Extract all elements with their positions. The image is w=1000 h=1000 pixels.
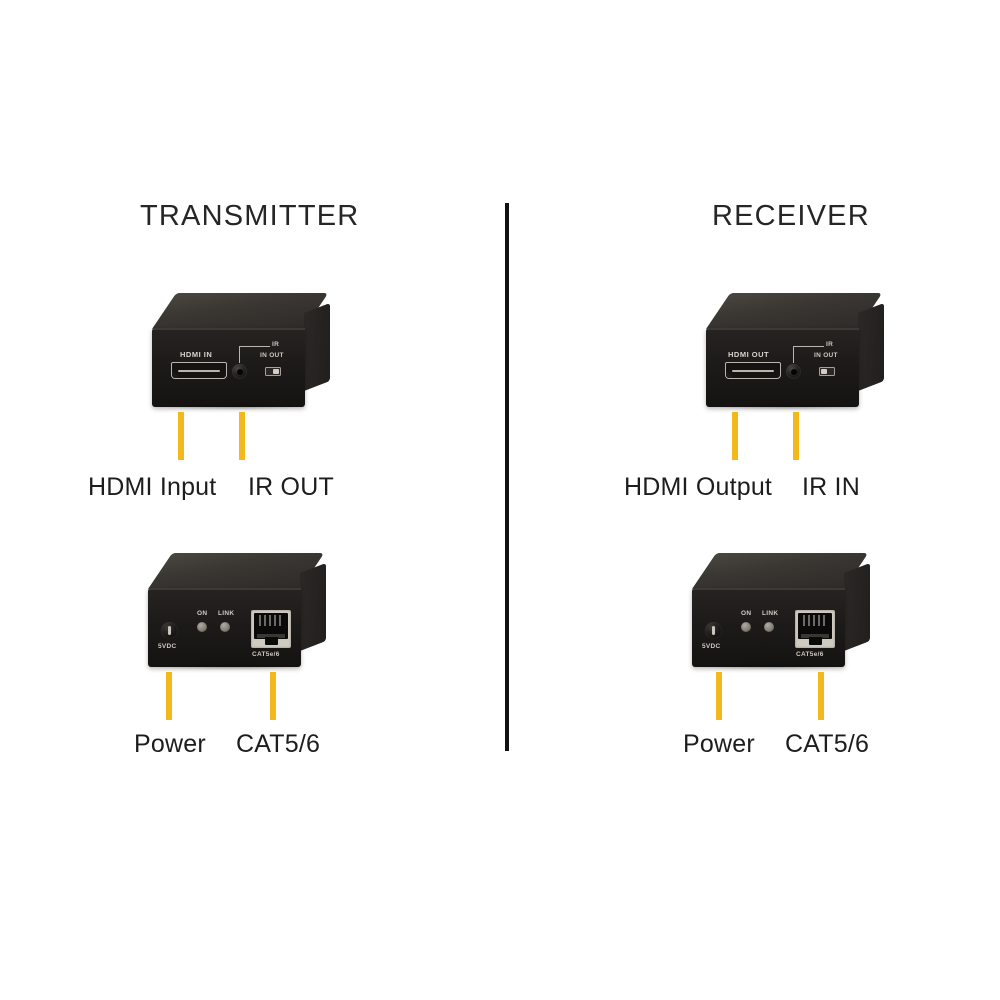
rj45-pin <box>803 615 805 626</box>
rj45-pin <box>818 615 820 626</box>
silk-5vdc-label: 5VDC <box>702 643 721 650</box>
silk-hdmi-in-label: HDMI IN <box>180 350 213 359</box>
transmitter-front-device: HDMI IN IR IN OUT <box>152 293 330 411</box>
callout-ir-in: IR IN <box>802 473 860 501</box>
device-drop-shadow <box>698 663 848 670</box>
switch-knob <box>821 369 827 374</box>
callout-hdmi-input: HDMI Input <box>88 473 217 501</box>
ir-jack[interactable] <box>232 364 247 379</box>
device-front-face: HDMI OUT IR IN OUT <box>706 328 859 407</box>
callout-power-rx: Power <box>683 730 755 758</box>
ir-inout-switch[interactable] <box>265 367 281 376</box>
rj45-pin <box>808 615 810 626</box>
vertical-divider <box>505 203 509 751</box>
device-drop-shadow <box>712 403 862 410</box>
rj45-tab <box>257 634 285 638</box>
device-back-face: 5VDC ON LINK CAT5e/6 <box>692 588 845 667</box>
leader-power-rx <box>716 672 722 720</box>
device-drop-shadow <box>158 403 308 410</box>
callout-cat56-rx: CAT5/6 <box>785 730 870 758</box>
rj45-pin <box>259 615 261 626</box>
led-link-indicator <box>220 622 230 632</box>
device-top-face <box>148 553 325 589</box>
callout-power-tx: Power <box>134 730 206 758</box>
rj45-pin <box>279 615 281 626</box>
leader-hdmi-output <box>732 412 738 460</box>
silk-ir-modes-label: IN OUT <box>814 352 838 359</box>
ir-inout-switch[interactable] <box>819 367 835 376</box>
dc-power-jack[interactable] <box>705 622 722 639</box>
dc-power-jack[interactable] <box>161 622 178 639</box>
leader-hdmi-input <box>178 412 184 460</box>
led-on-indicator <box>741 622 751 632</box>
leader-cat56-tx <box>270 672 276 720</box>
callout-hdmi-output: HDMI Output <box>624 473 773 501</box>
silk-ir-label: IR <box>826 341 834 348</box>
silk-on-label: ON <box>741 610 752 617</box>
transmitter-back-device: 5VDC ON LINK CAT5e/6 <box>148 553 326 671</box>
leader-power-tx <box>166 672 172 720</box>
rj45-pin <box>269 615 271 626</box>
callout-ir-out: IR OUT <box>248 473 334 501</box>
device-top-face <box>152 293 329 329</box>
device-side-face <box>300 563 326 651</box>
device-top-face <box>692 553 869 589</box>
ir-bracket-line <box>239 346 270 363</box>
leader-cat56-rx <box>818 672 824 720</box>
silk-ir-modes-label: IN OUT <box>260 352 284 359</box>
rj45-notch <box>264 637 278 645</box>
rj45-notch <box>808 637 822 645</box>
led-on-indicator <box>197 622 207 632</box>
silk-cat5e6-label: CAT5e/6 <box>796 651 824 658</box>
leader-ir-in <box>793 412 799 460</box>
ir-jack[interactable] <box>786 364 801 379</box>
hdmi-port[interactable] <box>725 362 781 379</box>
ir-bracket-line <box>793 346 824 363</box>
device-drop-shadow <box>154 663 304 670</box>
silk-5vdc-label: 5VDC <box>158 643 177 650</box>
silk-on-label: ON <box>197 610 208 617</box>
silk-link-label: LINK <box>218 610 235 617</box>
device-side-face <box>304 303 330 391</box>
receiver-back-device: 5VDC ON LINK CAT5e/6 <box>692 553 870 671</box>
rj45-pin <box>823 615 825 626</box>
silk-ir-label: IR <box>272 341 280 348</box>
silk-cat5e6-label: CAT5e/6 <box>252 651 280 658</box>
led-link-indicator <box>764 622 774 632</box>
rj45-pin <box>813 615 815 626</box>
device-front-face: HDMI IN IR IN OUT <box>152 328 305 407</box>
device-side-face <box>858 303 884 391</box>
hdmi-port[interactable] <box>171 362 227 379</box>
switch-knob <box>273 369 279 374</box>
rj45-port[interactable] <box>795 610 835 648</box>
callout-cat56-tx: CAT5/6 <box>236 730 321 758</box>
rj45-port[interactable] <box>251 610 291 648</box>
transmitter-heading: TRANSMITTER <box>140 200 360 232</box>
device-back-face: 5VDC ON LINK CAT5e/6 <box>148 588 301 667</box>
silk-hdmi-out-label: HDMI OUT <box>728 350 770 359</box>
leader-ir-out <box>239 412 245 460</box>
device-top-face <box>706 293 883 329</box>
rj45-tab <box>801 634 829 638</box>
silk-link-label: LINK <box>762 610 779 617</box>
receiver-heading: RECEIVER <box>712 200 870 232</box>
device-side-face <box>844 563 870 651</box>
rj45-pin <box>264 615 266 626</box>
rj45-pin <box>274 615 276 626</box>
receiver-front-device: HDMI OUT IR IN OUT <box>706 293 884 411</box>
